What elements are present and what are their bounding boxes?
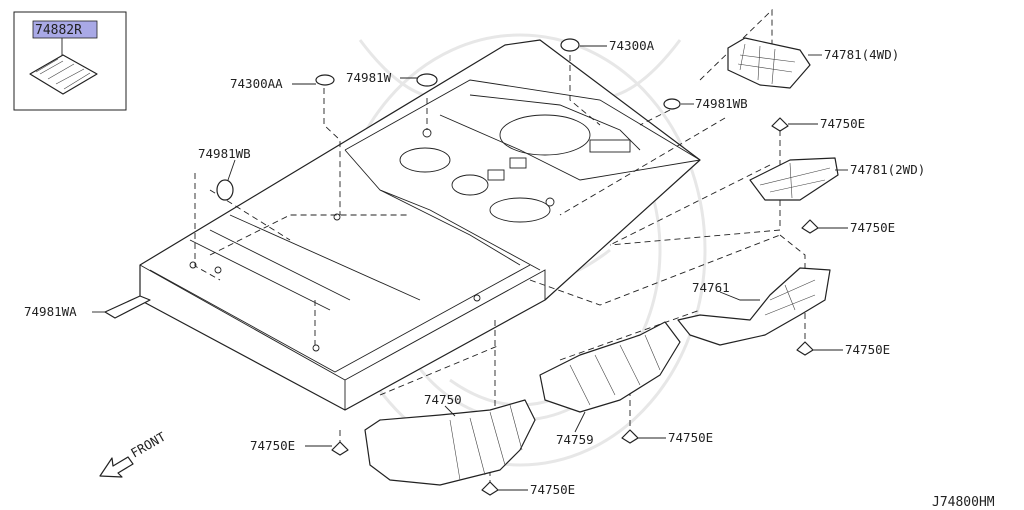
assembly-lines: [194, 8, 806, 485]
label-74750E-4: 74750E: [668, 430, 713, 445]
clip-icon: [796, 341, 814, 356]
label-74781-2wd: 74781(2WD): [850, 162, 925, 177]
clip-icon: [621, 429, 639, 444]
front-label: FRONT: [128, 429, 168, 461]
label-74781-4wd: 74781(4WD): [824, 47, 899, 62]
insulator-pad-icon: [29, 54, 98, 95]
shield-74781-2wd-icon: [749, 157, 839, 201]
shield-74750-icon: [364, 399, 536, 486]
label-74981WA: 74981WA: [24, 304, 77, 319]
label-74750E-6: 74750E: [530, 482, 575, 497]
front-indicator: FRONT: [99, 429, 168, 478]
inset-box: 74882R: [13, 11, 127, 111]
leaders: [92, 45, 848, 491]
clip-icon: [331, 441, 349, 456]
label-74750E-2: 74750E: [850, 220, 895, 235]
shield-74759-icon: [539, 321, 681, 413]
label-74759: 74759: [556, 432, 594, 447]
label-74981W: 74981W: [346, 70, 392, 85]
label-74300A: 74300A: [609, 38, 655, 53]
plugs: [104, 38, 681, 319]
shield-74781-4wd-icon: [727, 37, 811, 89]
label-74761: 74761: [692, 280, 730, 295]
label-74981WB: 74981WB: [695, 96, 748, 111]
label-74750E-1: 74750E: [820, 116, 865, 131]
label-74981WB-left: 74981WB: [198, 146, 251, 161]
shield-74761-icon: [677, 267, 831, 346]
label-74300AA: 74300AA: [230, 76, 283, 91]
part-labels: 74300AA 74981W 74300A 74981WB 74781(4WD)…: [24, 38, 925, 497]
floor-panel: [139, 39, 701, 411]
label-74750E-3: 74750E: [845, 342, 890, 357]
diagram-code: J74800HM: [932, 495, 995, 510]
clip-icon: [801, 219, 819, 234]
plug-74300A-icon: [560, 38, 580, 52]
front-arrow-icon: [99, 456, 134, 478]
plug-74981WB-left-icon: [216, 179, 234, 201]
plug-74981WB-icon: [663, 98, 681, 110]
label-74750: 74750: [424, 392, 462, 407]
plug-74300AA-icon: [315, 74, 335, 86]
plug-74981W-icon: [416, 73, 438, 87]
plug-74981WA-icon: [104, 295, 151, 319]
clips: [331, 117, 819, 496]
inset-label: 74882R: [35, 23, 82, 38]
inset-label-bg: [32, 20, 98, 39]
clip-icon: [771, 117, 789, 132]
heat-shields: [364, 37, 839, 486]
label-74750E-5: 74750E: [250, 438, 295, 453]
clip-icon: [481, 481, 499, 496]
